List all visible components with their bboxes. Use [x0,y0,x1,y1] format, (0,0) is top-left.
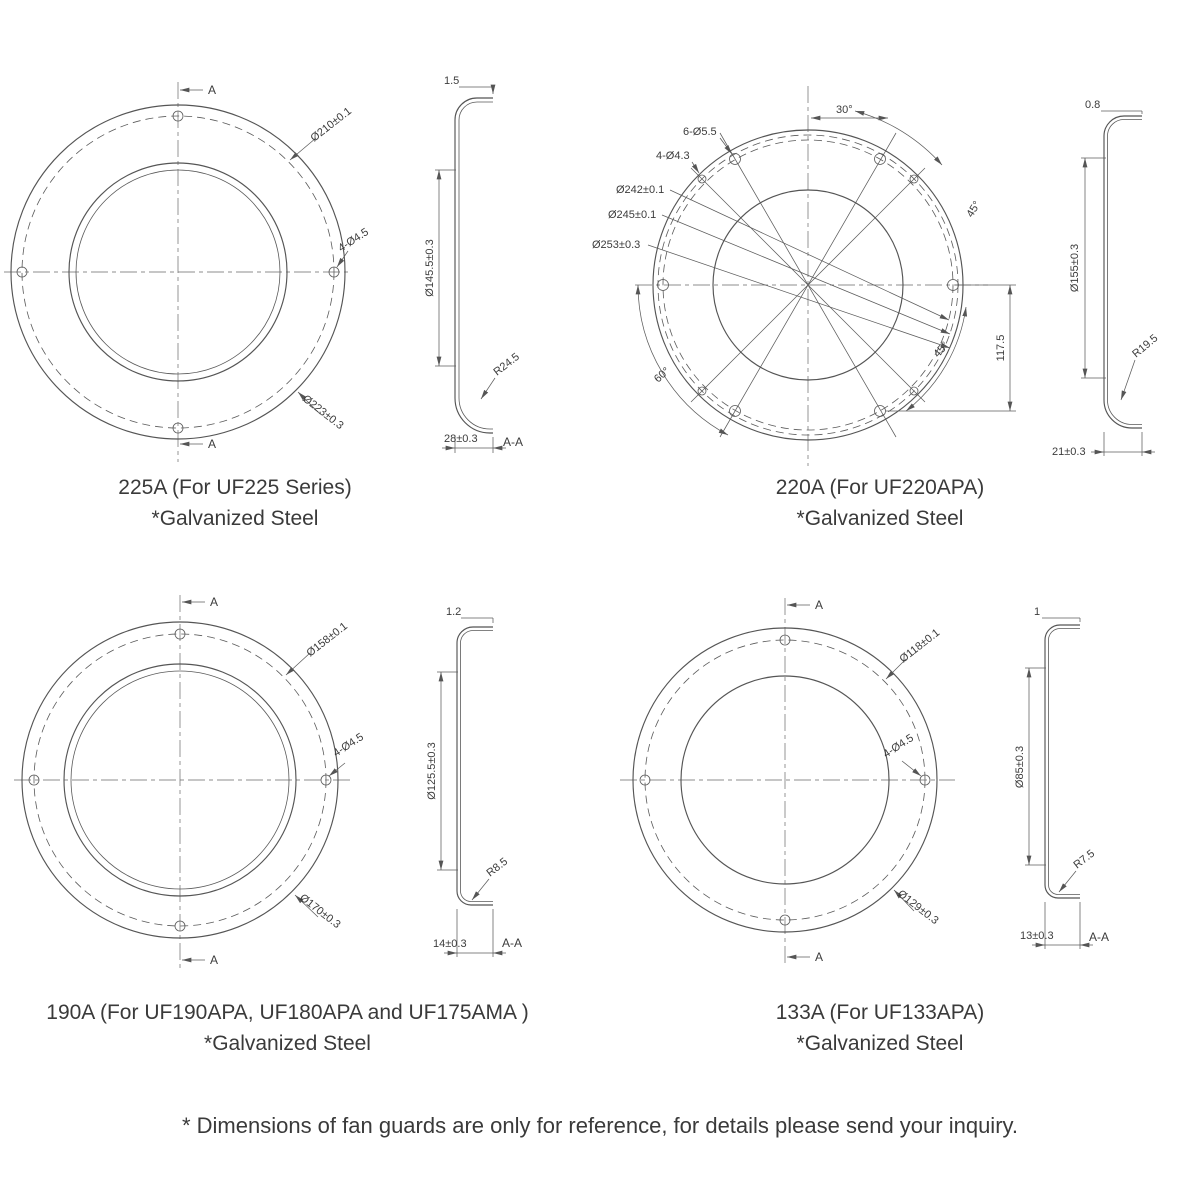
inner-dia-label: Ø125.5±0.3 [426,742,438,799]
caption-225a: 225A (For UF225 Series) *Galvanized Stee… [15,472,455,534]
drawing-133a: A A Ø118±0.1 4-Ø4.5 Ø129±0.3 1 Ø85±0.3 R… [620,598,1109,967]
caption-225a-material: *Galvanized Steel [151,507,319,530]
section-view-220a: 0.8 Ø155±0.3 R19.5 21±0.3 [1052,99,1160,458]
angle-lower-left-label: 60° [652,365,672,385]
front-view-190a-centerlines [14,595,350,969]
front-dimensions-133a: Ø118±0.1 4-Ø4.5 Ø129±0.3 [881,627,942,927]
mount-holes-label: 4-Ø4.5 [336,226,371,254]
front-view-190a-rings [21,621,339,939]
bolt-circle-dia-label: Ø118±0.1 [897,627,942,666]
section-view-label: A-A [502,936,522,950]
caption-133a-title: 133A (For UF133APA) [775,1001,985,1024]
section-cut-markers-190a: A A [182,595,218,967]
front-view-133a-centerlines [620,598,955,967]
corner-radius-label: R7.5 [1071,848,1097,872]
front-view-225a-centerlines [4,82,352,462]
front-view-133a-rings [632,627,938,933]
mount-holes-label: 4-Ø4.5 [881,732,916,760]
thickness-label: 1.2 [446,606,461,618]
caption-133a: 133A (For UF133APA) *Galvanized Steel [655,997,1105,1059]
caption-190a: 190A (For UF190APA, UF180APA and UF175AM… [0,997,575,1059]
caption-190a-title: 190A (For UF190APA, UF180APA and UF175AM… [46,1001,529,1024]
section-view-133a: 1 Ø85±0.3 R7.5 13±0.3 A-A [1014,606,1109,949]
inner-dia-label: Ø155±0.3 [1069,244,1081,292]
corner-radius-label: R19.5 [1130,332,1160,360]
caption-225a-title: 225A (For UF225 Series) [118,476,352,499]
section-letter-bottom: A [208,437,216,451]
thickness-label: 1.5 [444,75,459,87]
section-letter-top: A [208,83,216,97]
corner-radius-label: R8.5 [484,856,510,880]
outer-dia-label: Ø223±0.3 [300,393,345,432]
depth-label: 14±0.3 [433,938,467,950]
bolt-circle-dia-2-label: Ø245±0.1 [608,209,656,221]
caption-220a-title: 220A (For UF220APA) [775,476,985,499]
angle-top-label: 30° [836,104,853,116]
front-view-225a-rings [10,104,346,440]
outer-dia-label: Ø253±0.3 [592,239,640,251]
inner-dia-label: Ø85±0.3 [1014,746,1026,788]
inner-dia-label: Ø145.5±0.3 [424,239,436,296]
front-dimensions-220a: 30° 6-Ø5.5 4-Ø4.3 Ø242±0.1 Ø245±0.1 Ø253… [592,104,1016,436]
corner-radius-label: R24.5 [491,351,522,379]
height-dim-label: 117.5 [995,335,1007,362]
depth-label: 13±0.3 [1020,930,1054,942]
bolt-circle-dia-1-label: Ø242±0.1 [616,184,664,196]
caption-220a-material: *Galvanized Steel [796,507,964,530]
caption-190a-material: *Galvanized Steel [204,1032,371,1055]
depth-label: 28±0.3 [444,433,478,445]
depth-label: 21±0.3 [1052,446,1086,458]
thickness-label: 1 [1034,606,1040,618]
drawing-225a: A A Ø210±0.1 4-Ø4.5 Ø223±0.3 1.5 Ø145.5±… [4,75,523,462]
caption-220a: 220A (For UF220APA) *Galvanized Steel [655,472,1105,534]
drawing-190a: A A Ø158±0.1 4-Ø4.5 Ø170±0.3 1.2 Ø125.5±… [14,595,522,969]
section-view-190a: 1.2 Ø125.5±0.3 R8.5 14±0.3 A-A [426,606,522,957]
holes-4-label: 4-Ø4.3 [656,150,690,162]
mount-holes-label: 4-Ø4.5 [331,731,366,759]
bolt-circle-dia-label: Ø158±0.1 [304,620,349,659]
angle-upper-right-label: 45° [964,199,983,219]
caption-133a-material: *Galvanized Steel [796,1032,964,1055]
thickness-label: 0.8 [1085,99,1100,111]
section-letter-top: A [815,598,823,612]
outer-dia-label: Ø170±0.3 [297,892,342,931]
section-view-225a: 1.5 Ø145.5±0.3 R24.5 28±0.3 A-A [424,75,523,453]
front-view-220a-radial-lines [690,132,926,438]
front-view-220a-centerlines [635,86,988,466]
section-letter-bottom: A [815,950,823,964]
section-cut-markers-225a: A A [180,83,216,451]
section-letter-bottom: A [210,953,218,967]
footnote: * Dimensions of fan guards are only for … [181,1113,1019,1138]
drawing-220a: 30° 6-Ø5.5 4-Ø4.3 Ø242±0.1 Ø245±0.1 Ø253… [592,86,1160,466]
holes-6-label: 6-Ø5.5 [683,126,717,138]
section-view-label: A-A [1089,930,1109,944]
section-view-label: A-A [503,435,523,449]
bolt-circle-dia-label: Ø210±0.1 [308,105,353,144]
section-cut-markers-133a: A A [787,598,823,964]
section-letter-top: A [210,595,218,609]
outer-dia-label: Ø129±0.3 [895,888,940,927]
